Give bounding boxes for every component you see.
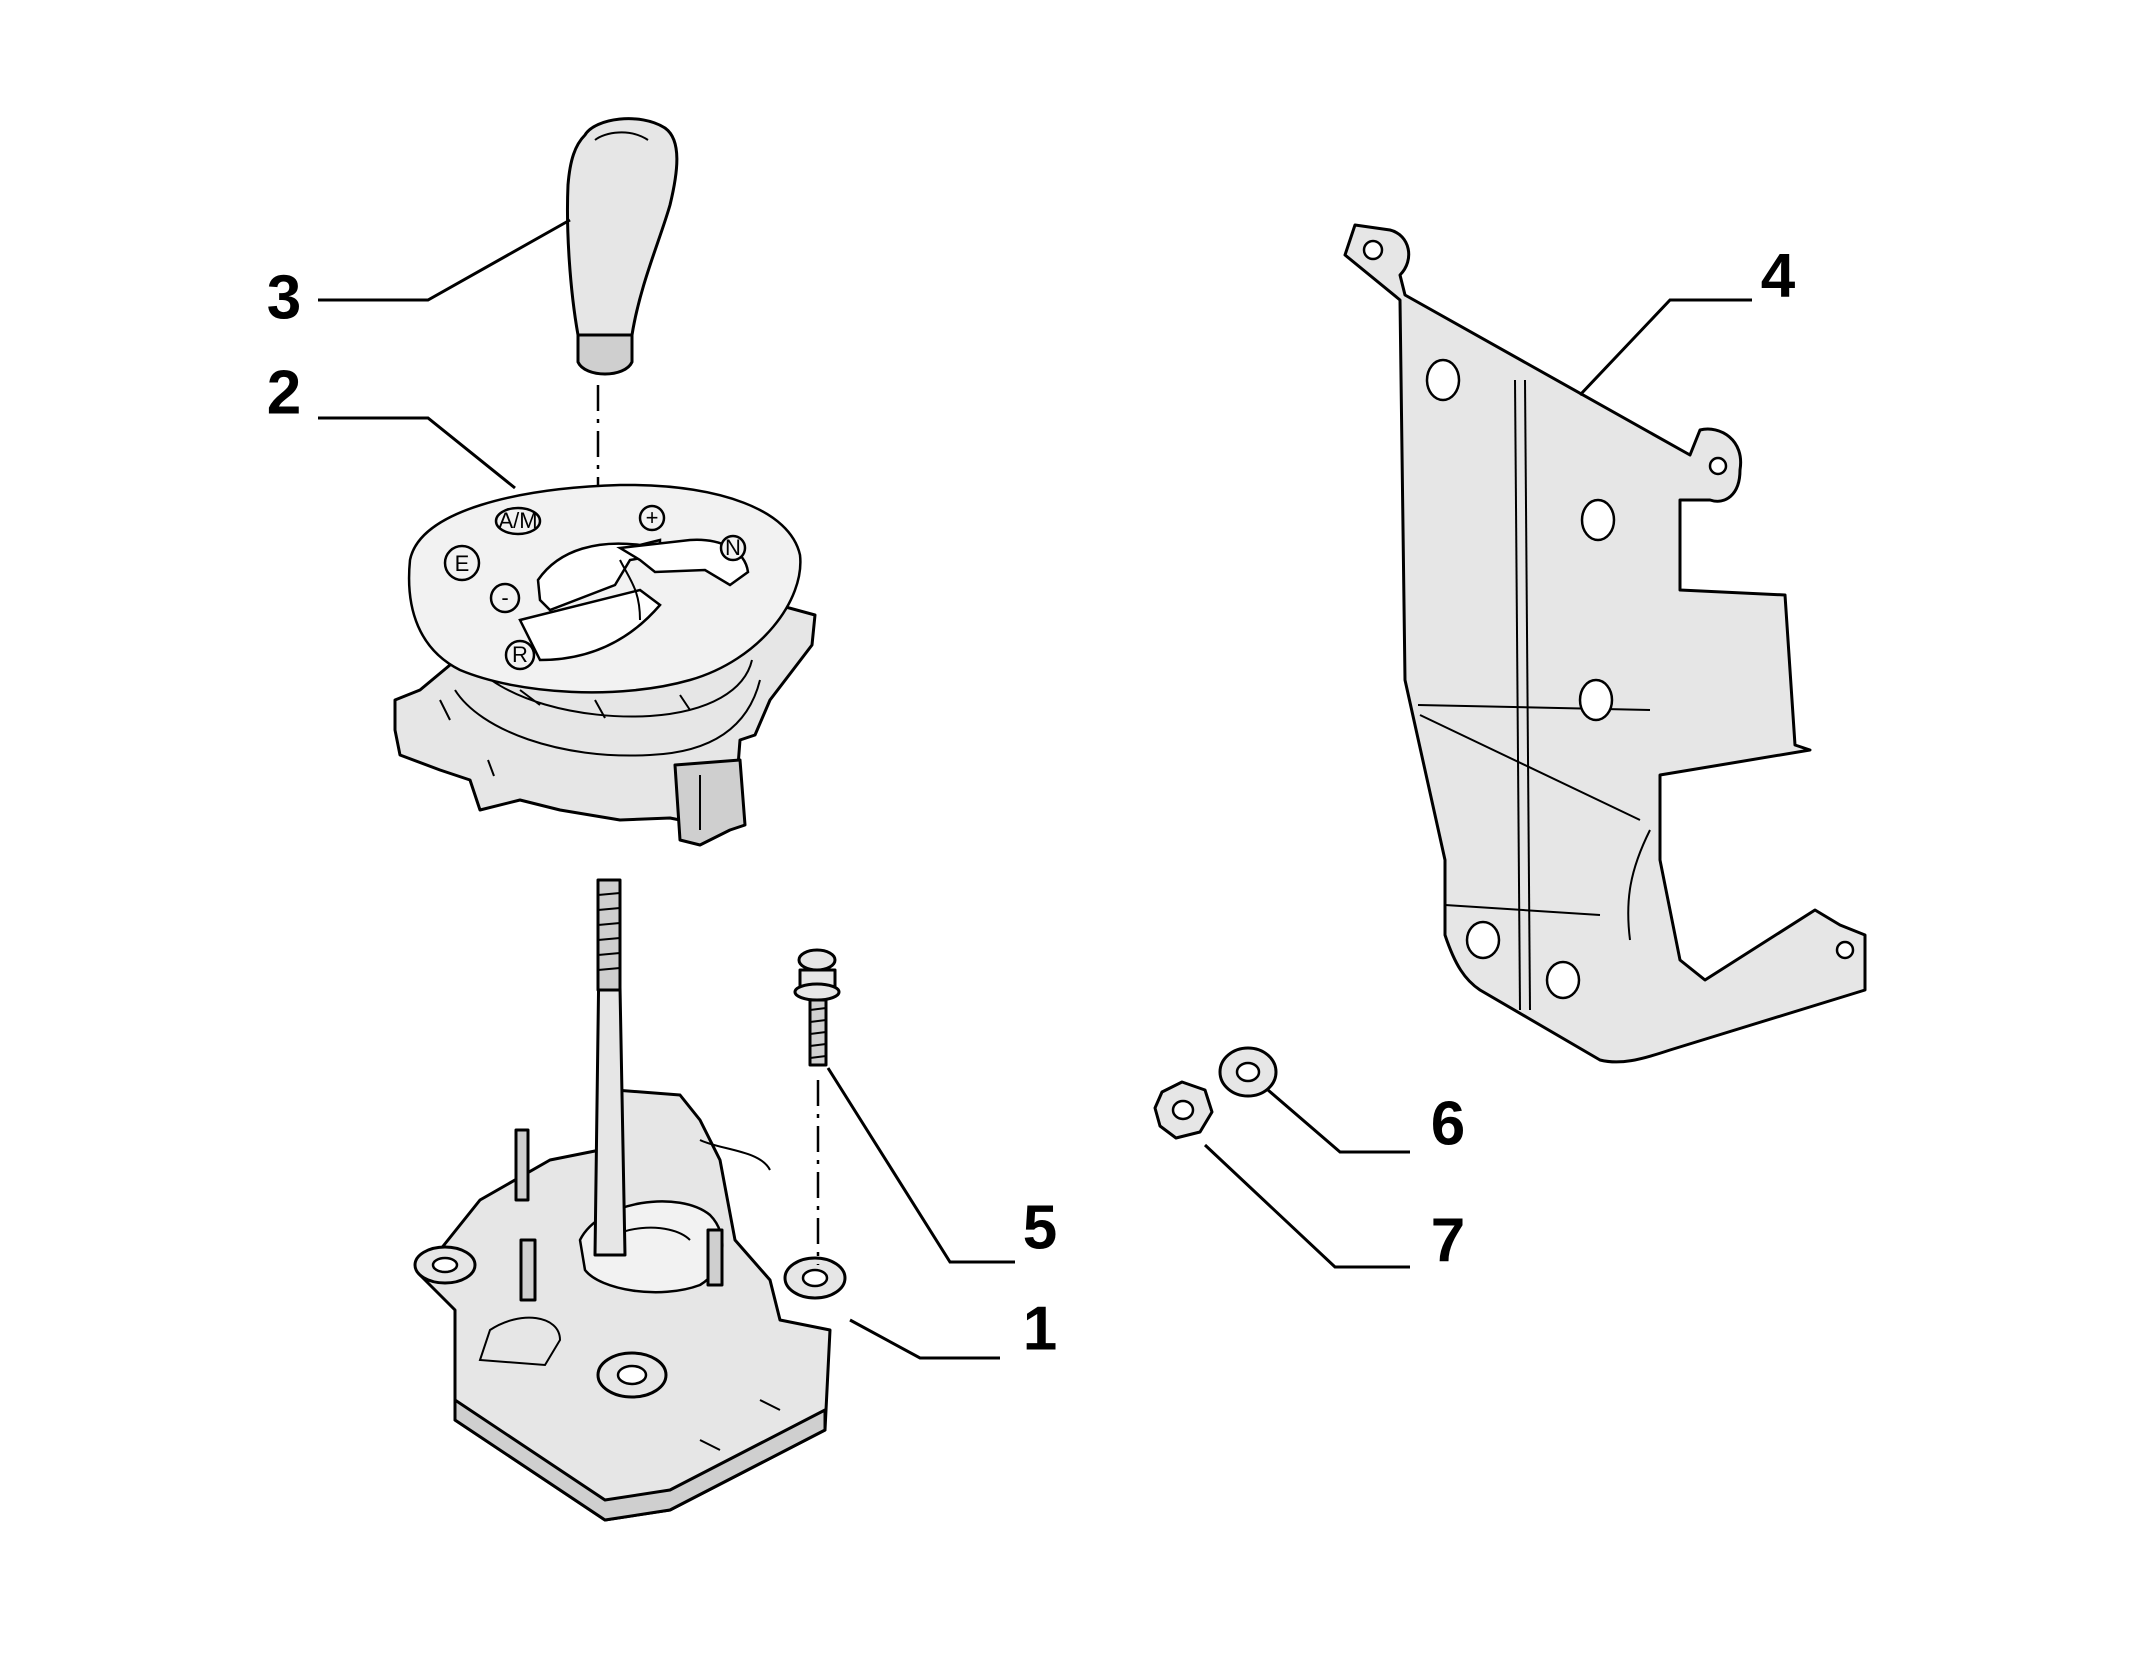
- callout-2: 2: [267, 358, 301, 427]
- leader-4: [1578, 298, 1752, 397]
- callout-6: 6: [1431, 1089, 1465, 1158]
- gate-label-n: N: [719, 534, 747, 562]
- svg-text:+: +: [646, 505, 659, 530]
- svg-text:E: E: [455, 551, 470, 576]
- gate-label-e: E: [443, 544, 481, 582]
- svg-text:R: R: [512, 642, 528, 667]
- svg-text:N: N: [725, 535, 741, 560]
- leader-7: [1203, 1143, 1410, 1269]
- gate-label-plus: +: [638, 504, 666, 532]
- callout-7: 7: [1431, 1206, 1465, 1275]
- leader-2: [318, 416, 516, 490]
- svg-text:-: -: [501, 585, 508, 610]
- part-2-selector-gate: E A/M - + N R: [393, 483, 817, 847]
- callout-3: 3: [267, 263, 301, 332]
- gate-label-am: A/M: [494, 506, 542, 536]
- callout-1: 1: [1023, 1294, 1057, 1363]
- gate-label-minus: -: [489, 582, 521, 614]
- leader-3: [318, 218, 571, 302]
- part-3-shift-knob: [565, 117, 679, 376]
- part-6-washer: [1218, 1046, 1278, 1098]
- part-1-lever-base: [413, 878, 847, 1522]
- leader-1: [849, 1318, 1000, 1360]
- gate-label-r: R: [504, 639, 536, 671]
- leader-5: [826, 1067, 1015, 1264]
- svg-text:A/M: A/M: [498, 508, 537, 533]
- callout-4: 4: [1761, 241, 1796, 310]
- part-5-bolt: [793, 948, 841, 1067]
- part-7-nut: [1153, 1080, 1214, 1140]
- callout-5: 5: [1023, 1193, 1057, 1262]
- part-4-bracket: [1343, 223, 1867, 1064]
- leader-6: [1267, 1088, 1410, 1154]
